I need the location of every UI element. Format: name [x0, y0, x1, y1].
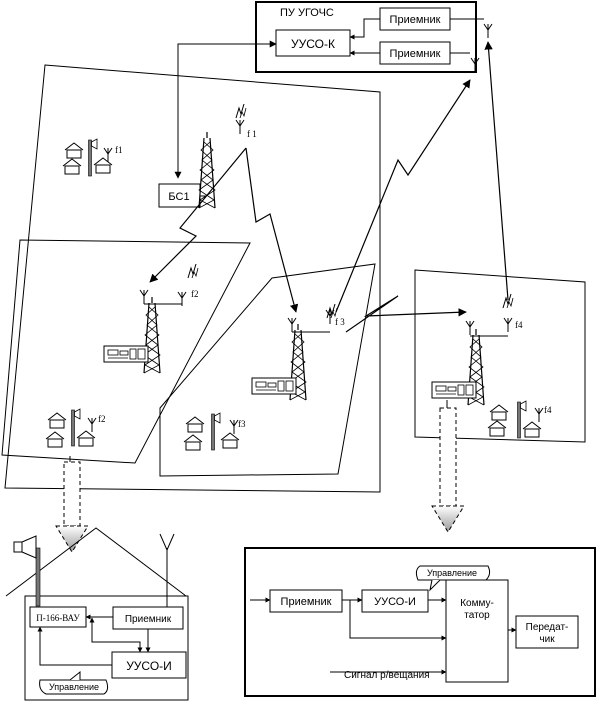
- house-antenna-r3: [229, 419, 239, 435]
- relay-receiver-label: Приемник: [281, 596, 332, 608]
- house-r4-c: [522, 421, 542, 438]
- tower-bs1: [198, 131, 216, 209]
- tower-freq-f4: f4: [515, 320, 523, 330]
- tower-antenna-f1: [235, 119, 245, 135]
- speaker-pole-r3: [211, 412, 221, 451]
- broadcast-signal-label: Сигнал р/вещания: [344, 670, 430, 681]
- relay-receiver-block: [269, 589, 343, 613]
- tower-freq-f2: f2: [191, 289, 199, 299]
- house-freq-f4: f4: [544, 405, 552, 415]
- house-r4-b: [487, 420, 507, 437]
- house-antenna-r2: [87, 417, 97, 433]
- region-2: [1, 239, 251, 464]
- house-uuso-i-label: УУСО-И: [126, 659, 172, 673]
- hq-receiver-bottom-label: Приемник: [390, 48, 441, 60]
- house-detail: П-166-ВАУ Приемник УУСО-И Управление: [5, 527, 189, 701]
- house-freq-f3: f3: [238, 419, 246, 429]
- signal-icon-f3: [326, 303, 338, 319]
- p166-label: П-166-ВАУ: [36, 613, 80, 623]
- hq-receiver-top-label: Приемник: [390, 14, 441, 26]
- house-r4-a: [489, 404, 509, 421]
- house-r1-a: [64, 142, 84, 159]
- radio-link-f1-f3: [245, 147, 299, 313]
- switch-label-2: татор: [464, 610, 490, 621]
- house-r3-c: [220, 432, 240, 449]
- region-3: [159, 263, 376, 477]
- house-r2-a: [47, 412, 67, 429]
- switch-label-1: Комму-: [460, 598, 494, 609]
- equipment-r2: [103, 345, 149, 363]
- relay-uuso-i-label: УУСО-И: [374, 596, 416, 608]
- relay-uuso-i-block: [361, 589, 429, 613]
- region-1: [4, 64, 381, 493]
- radio-link-f4-hq: [484, 41, 509, 301]
- tower-freq-f1: f 1: [247, 129, 257, 139]
- radio-link-f3-f4: [345, 295, 467, 333]
- house-receiver-label: Приемник: [125, 614, 172, 625]
- tower-antenna-f2-left: [139, 289, 149, 305]
- dashed-arrow-left: [55, 456, 89, 553]
- uuso-k-label: УУСО-К: [291, 37, 335, 51]
- equipment-r3: [251, 377, 297, 395]
- transmitter-label-1: Передат-: [526, 622, 569, 633]
- house-r1-c: [93, 157, 113, 174]
- signal-icon-f1: [235, 103, 247, 119]
- tower-antenna-f3-left: [287, 317, 297, 333]
- house-r2-b: [45, 431, 65, 448]
- hq-antenna-1: [483, 23, 493, 39]
- signal-icon-f2: [187, 263, 199, 279]
- house-control-label: Управление: [49, 682, 99, 692]
- house-r3-a: [185, 416, 205, 433]
- hq-title: ПУ УГОЧС: [280, 7, 334, 19]
- tower-freq-f3: f 3: [335, 317, 345, 327]
- house-control-callout: [39, 679, 109, 695]
- house-r1-b: [62, 158, 82, 175]
- relay-detail: Приемник УУСО-И Управление Комму- татор …: [244, 547, 596, 697]
- tower-antenna-f4-left: [465, 320, 475, 336]
- radio-link-f3-hq: [335, 79, 471, 313]
- switch-block: [445, 579, 509, 683]
- house-freq-f2: f2: [98, 414, 106, 424]
- house-r2-c: [76, 430, 96, 447]
- equipment-r4: [431, 381, 477, 399]
- house-antenna-r4: [534, 407, 544, 423]
- region-4: [414, 269, 586, 443]
- hq-to-bs1-link: [174, 40, 277, 179]
- radio-link-f1-f2: [149, 147, 247, 283]
- dashed-arrow-right: [431, 400, 465, 533]
- house-freq-f1: f1: [115, 145, 123, 155]
- transmitter-block: [515, 615, 579, 649]
- hq-box: ПУ УГОЧС УУСО-К Приемник Приемник: [255, 1, 484, 73]
- uuso-k-block: [275, 29, 351, 57]
- house-r3-b: [183, 434, 203, 451]
- relay-control-label: Управление: [427, 568, 477, 578]
- tower-antenna-f4-right: [503, 317, 513, 333]
- loudspeaker-icon: [13, 535, 37, 559]
- bs1-label: БС1: [168, 191, 189, 203]
- transmitter-label-2: чик: [539, 634, 555, 645]
